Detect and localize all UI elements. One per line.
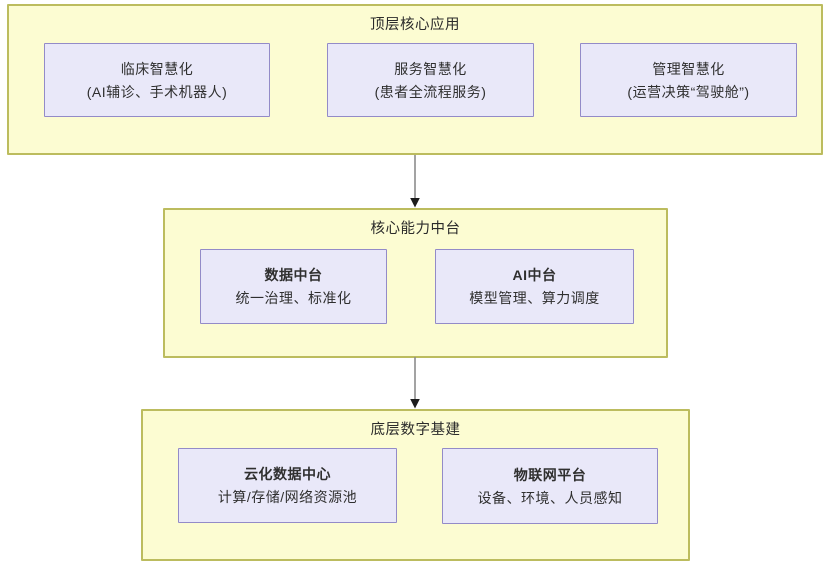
- node-title: 数据中台: [264, 267, 323, 283]
- layer-title: 核心能力中台: [370, 221, 461, 237]
- node-data-middle-platform: 数据中台 统一治理、标准化: [200, 249, 387, 324]
- node-subtitle: (患者全流程服务): [374, 83, 487, 100]
- layer-digital-infrastructure: 底层数字基建 云化数据中心 计算/存储/网络资源池 物联网平台 设备、环境、人员…: [141, 409, 690, 561]
- node-subtitle: 设备、环境、人员感知: [477, 489, 623, 506]
- node-iot-platform: 物联网平台 设备、环境、人员感知: [442, 448, 658, 524]
- arrow-middle-to-bottom-icon: [410, 357, 420, 409]
- node-management-intelligence: 管理智慧化 (运营决策“驾驶舱”): [580, 43, 797, 117]
- node-title: 管理智慧化: [652, 60, 725, 77]
- node-title: 服务智慧化: [394, 60, 467, 77]
- node-subtitle: 统一治理、标准化: [235, 290, 352, 306]
- layer-title: 底层数字基建: [370, 422, 461, 438]
- node-subtitle: (AI辅诊、手术机器人): [86, 83, 228, 100]
- node-title: 云化数据中心: [244, 466, 331, 482]
- node-title: 临床智慧化: [120, 60, 194, 77]
- node-service-intelligence: 服务智慧化 (患者全流程服务): [327, 43, 534, 117]
- node-subtitle: 计算/存储/网络资源池: [217, 489, 358, 505]
- layer-capability-middle-platform: 核心能力中台 数据中台 统一治理、标准化 AI中台 模型管理、算力调度: [163, 208, 668, 358]
- node-ai-middle-platform: AI中台 模型管理、算力调度: [435, 249, 634, 324]
- arrow-top-to-middle-icon: [410, 155, 420, 208]
- layer-title: 顶层核心应用: [370, 17, 460, 33]
- layer-top-applications: 顶层核心应用 临床智慧化 (AI辅诊、手术机器人) 服务智慧化 (患者全流程服务…: [7, 4, 823, 155]
- node-title: AI中台: [512, 267, 557, 283]
- node-title: 物联网平台: [513, 466, 587, 483]
- node-subtitle: (运营决策“驾驶舱”): [627, 83, 750, 100]
- node-clinical-intelligence: 临床智慧化 (AI辅诊、手术机器人): [44, 43, 270, 117]
- node-cloud-data-center: 云化数据中心 计算/存储/网络资源池: [178, 448, 397, 523]
- node-subtitle: 模型管理、算力调度: [469, 290, 600, 306]
